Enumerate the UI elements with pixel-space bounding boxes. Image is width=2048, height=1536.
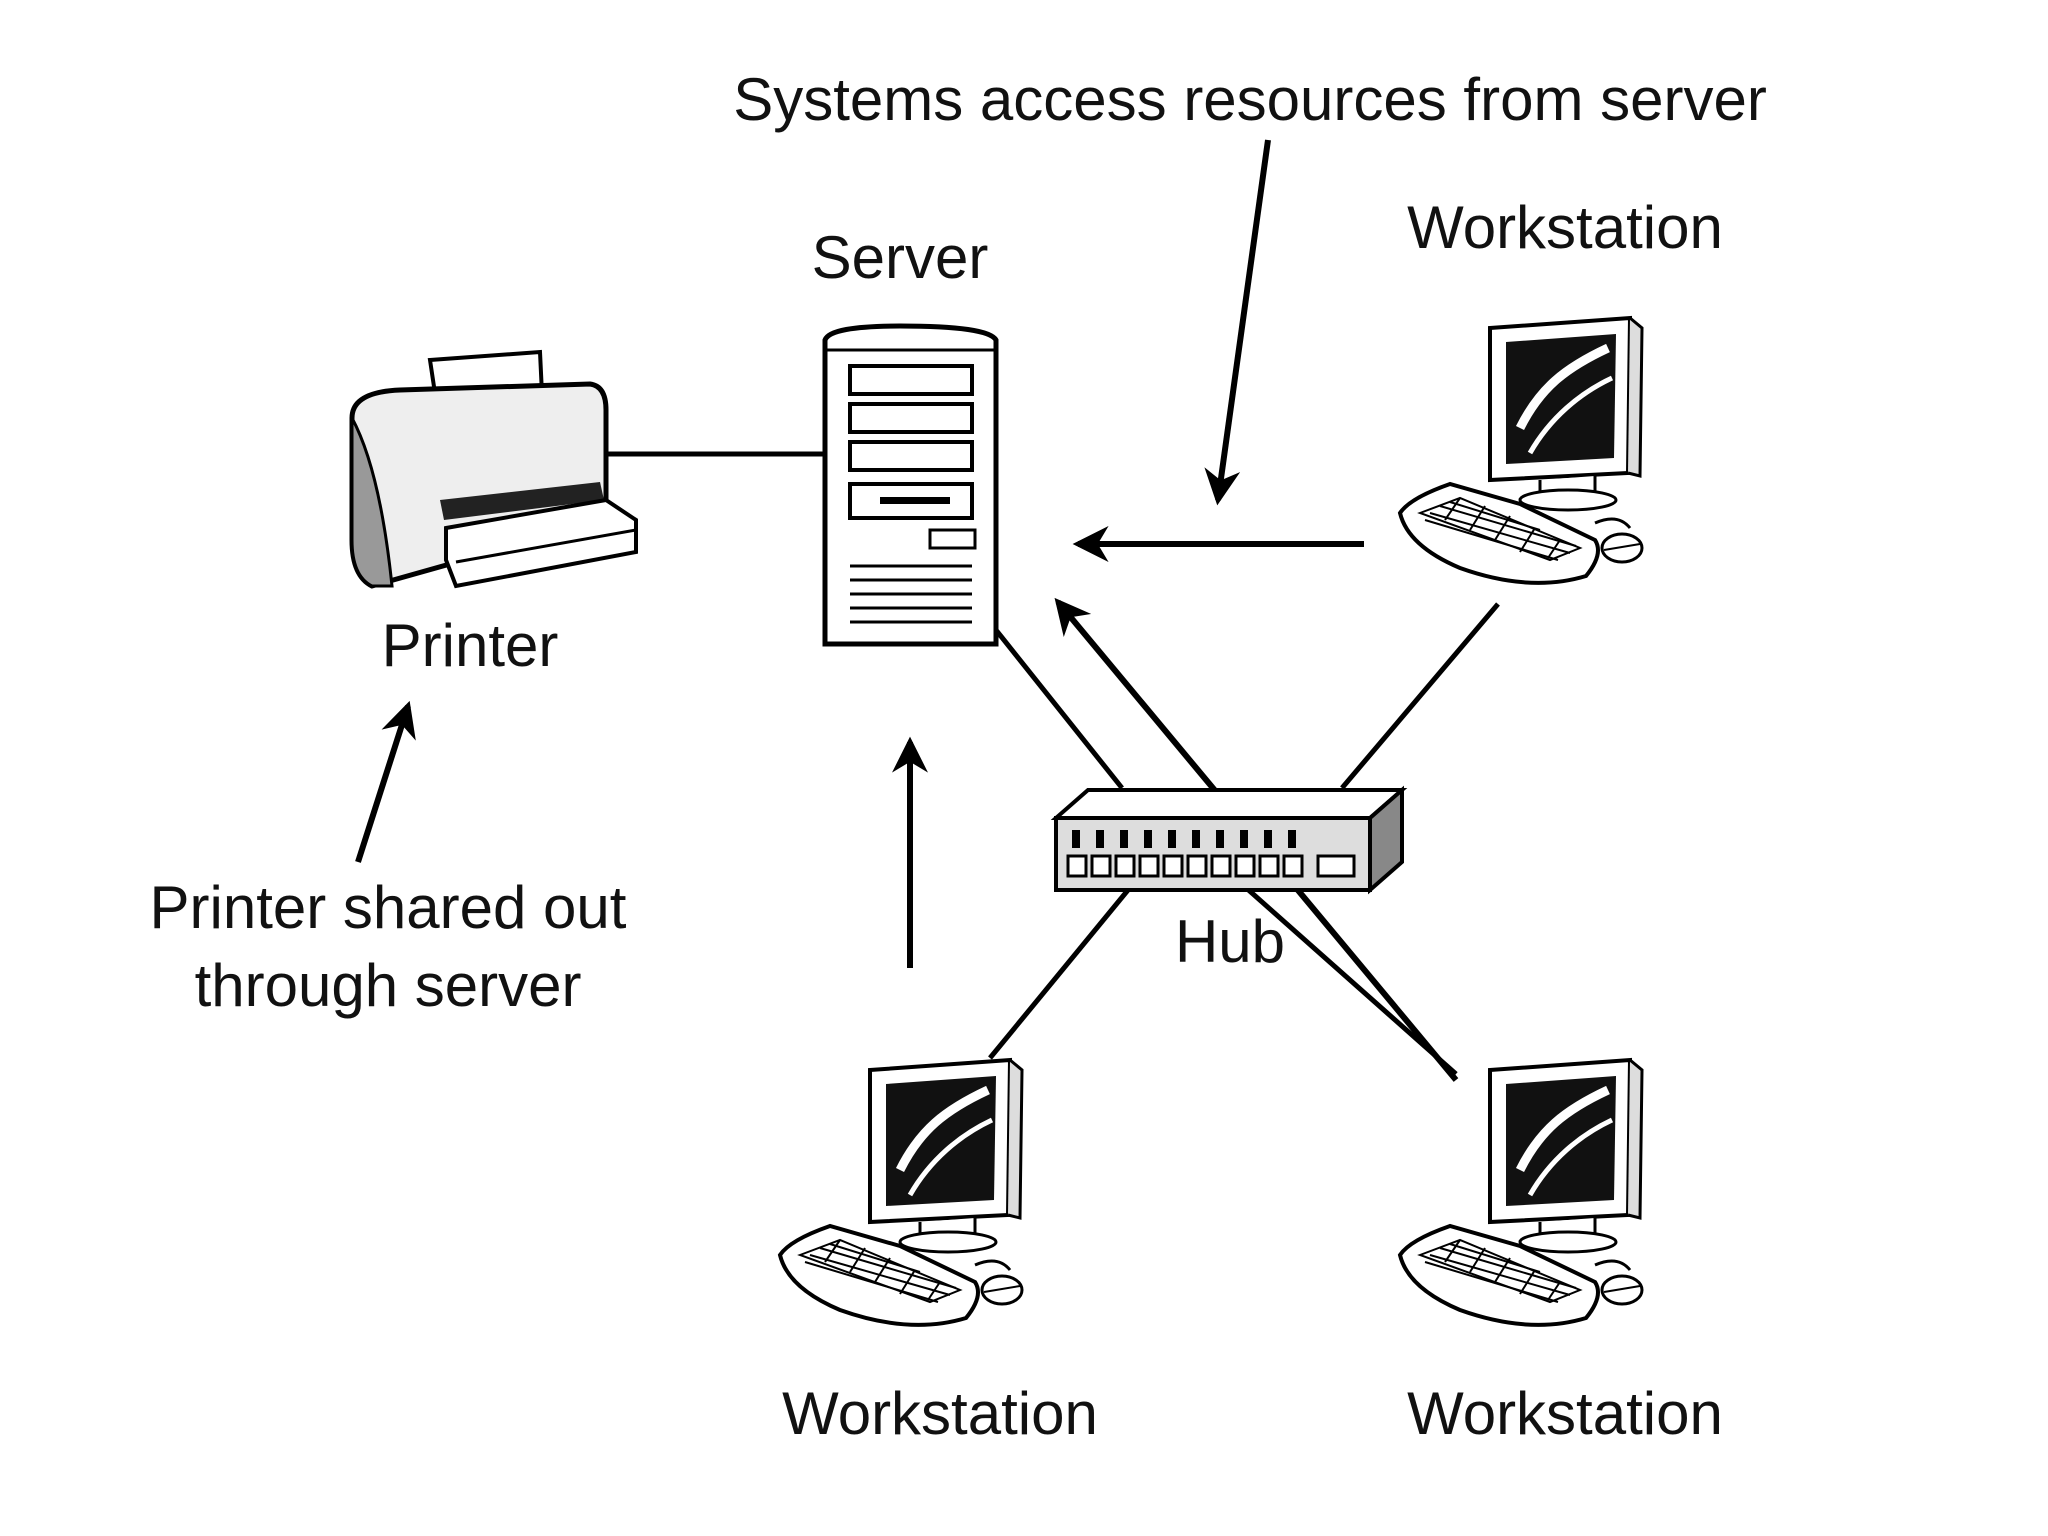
hub-label: Hub — [1175, 908, 1285, 975]
server-label: Server — [812, 224, 989, 291]
cable-hub-workstation-top-right — [1340, 602, 1500, 790]
workstation-bottom-right-icon — [1400, 1060, 1642, 1325]
printer-label: Printer — [382, 612, 559, 679]
workstation-top-right-label: Workstation — [1407, 194, 1723, 261]
printer-caption-line1: Printer shared out — [150, 874, 627, 941]
cable-server-hub — [994, 628, 1124, 790]
printer-icon — [349, 349, 638, 589]
arrow-caption-to-printer — [355, 700, 416, 863]
workstation-top-right-icon — [1400, 318, 1642, 583]
server-tower-icon — [822, 323, 999, 647]
workstation-bottom-left-label: Workstation — [782, 1380, 1098, 1447]
cable-hub-workstation-bottom-left — [988, 888, 1130, 1060]
printer-caption-line2: through server — [195, 952, 582, 1019]
workstation-bottom-right-label: Workstation — [1407, 1380, 1723, 1447]
network-hub-icon — [1050, 785, 1408, 895]
arrow-caption-to-server — [1204, 139, 1271, 506]
caption-top: Systems access resources from server — [733, 66, 1767, 133]
cable-hub-workstation-bottom-right — [1242, 884, 1458, 1076]
workstation-bottom-left-icon — [780, 1060, 1022, 1325]
